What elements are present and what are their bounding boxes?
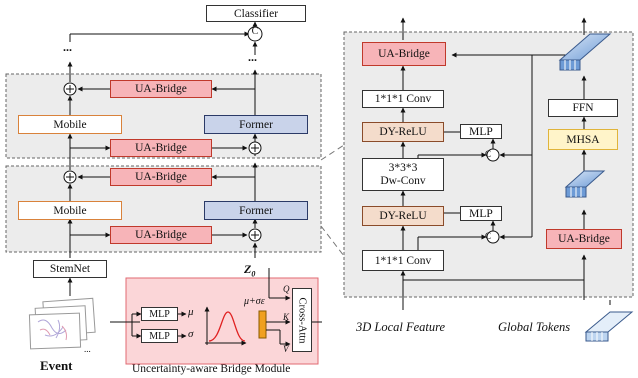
former-block-lower: Former bbox=[204, 201, 308, 220]
dyrelu-label: DY-ReLU bbox=[379, 210, 427, 222]
dwconv-line1: 3*3*3 bbox=[388, 161, 418, 174]
mlp-label: MLP bbox=[149, 308, 170, 320]
dots-right-text: ... bbox=[248, 50, 257, 64]
mobile-label: Mobile bbox=[53, 204, 87, 217]
dots-left-text: ... bbox=[63, 40, 72, 54]
plus-node-upper-right bbox=[248, 141, 262, 155]
ua-bridge-lower-top: UA-Bridge bbox=[110, 168, 212, 186]
mlp-right-top: MLP bbox=[460, 124, 502, 139]
conv-label: 1*1*1 Conv bbox=[374, 93, 432, 105]
conv-1x1-top: 1*1*1 Conv bbox=[362, 90, 444, 108]
local-feature-label: 3D Local Feature bbox=[356, 320, 445, 335]
mlp-mu-box: MLP bbox=[141, 307, 178, 321]
ua-bridge-right-top: UA-Bridge bbox=[362, 42, 446, 66]
k-label: K bbox=[283, 312, 289, 322]
z0-text: Z bbox=[244, 262, 252, 276]
q-text: Q bbox=[283, 284, 290, 294]
stemnet-box: StemNet bbox=[33, 260, 107, 278]
reparam-label: μ+σε bbox=[244, 296, 265, 307]
concat-symbol-text: C bbox=[485, 231, 492, 241]
zoom-line-top bbox=[320, 144, 345, 161]
dyrelu-label: DY-ReLU bbox=[379, 126, 427, 138]
former-label: Former bbox=[239, 118, 273, 131]
zoom-line-bottom bbox=[320, 225, 345, 257]
local-feature-text: 3D Local Feature bbox=[356, 320, 446, 334]
bridge-module-title-text: Uncertainty-aware Bridge Module bbox=[132, 363, 291, 375]
dyrelu-top: DY-ReLU bbox=[362, 122, 444, 142]
mobile-block-upper: Mobile bbox=[18, 115, 122, 134]
dots-right: ... bbox=[248, 50, 257, 65]
cross-attn-label: Cross-Attn bbox=[296, 296, 308, 344]
event-image: ... bbox=[28, 297, 96, 354]
sigma-label: σ bbox=[188, 328, 193, 340]
concat-symbol-right-upper: C bbox=[485, 149, 491, 159]
token-stack-global bbox=[584, 311, 634, 342]
mu-label: μ bbox=[188, 306, 194, 318]
mlp-sigma-box: MLP bbox=[141, 329, 178, 343]
gaussian-curve bbox=[204, 306, 247, 346]
global-tokens-text: Global Tokens bbox=[498, 320, 571, 334]
ua-bridge-upper-top: UA-Bridge bbox=[110, 80, 212, 98]
ua-bridge-right-bottom: UA-Bridge bbox=[546, 229, 622, 249]
z0-subscript: 0 bbox=[251, 269, 256, 279]
concat-symbol-text: C bbox=[485, 149, 492, 159]
dyrelu-bottom: DY-ReLU bbox=[362, 206, 444, 226]
former-block-upper: Former bbox=[204, 115, 308, 134]
sample-bar bbox=[258, 310, 267, 339]
v-label: V bbox=[283, 344, 289, 354]
z0-label: Z0 bbox=[244, 262, 255, 278]
event-text: Event bbox=[40, 358, 73, 373]
stemnet-label: StemNet bbox=[49, 263, 91, 275]
ua-bridge-right-label: UA-Bridge bbox=[558, 233, 610, 245]
svg-text:...: ... bbox=[84, 344, 91, 354]
mhsa-label: MHSA bbox=[566, 133, 600, 146]
ua-bridge-right-label: UA-Bridge bbox=[378, 48, 430, 60]
mlp-label: MLP bbox=[149, 330, 170, 342]
ua-bridge-lower-bottom: UA-Bridge bbox=[110, 226, 212, 244]
k-text: K bbox=[283, 312, 290, 322]
concat-symbol-left: C bbox=[250, 26, 260, 37]
mlp-right-bottom: MLP bbox=[460, 206, 502, 221]
plus-node-lower-left bbox=[63, 170, 77, 184]
v-text: V bbox=[283, 344, 289, 354]
q-label: Q bbox=[283, 284, 290, 294]
former-label: Former bbox=[239, 204, 273, 217]
ua-bridge-label: UA-Bridge bbox=[135, 171, 187, 183]
mobile-block-lower: Mobile bbox=[18, 201, 122, 220]
conv-1x1-bottom: 1*1*1 Conv bbox=[362, 250, 444, 271]
token-stack-top bbox=[558, 33, 612, 71]
sigma-text: σ bbox=[188, 328, 194, 340]
classifier-label: Classifier bbox=[233, 7, 279, 20]
cross-attn-box: Cross-Attn bbox=[292, 288, 312, 352]
ua-bridge-label: UA-Bridge bbox=[135, 229, 187, 241]
plus-node-lower-right bbox=[248, 228, 262, 242]
mlp-right-label: MLP bbox=[469, 125, 493, 138]
concat-symbol-text: C bbox=[251, 26, 259, 37]
ffn-box: FFN bbox=[548, 99, 618, 117]
bridge-module-title: Uncertainty-aware Bridge Module bbox=[132, 363, 290, 375]
dwconv-line2: Dw-Conv bbox=[380, 174, 426, 187]
concat-symbol-right-lower: C bbox=[485, 231, 491, 241]
mhsa-box: MHSA bbox=[548, 129, 618, 150]
ffn-label: FFN bbox=[572, 102, 594, 114]
conv-label: 1*1*1 Conv bbox=[374, 254, 432, 267]
ua-bridge-label: UA-Bridge bbox=[135, 83, 187, 95]
classifier-box: Classifier bbox=[206, 5, 306, 22]
event-label: Event bbox=[40, 358, 73, 374]
global-tokens-label: Global Tokens bbox=[498, 320, 570, 335]
concat-node-classifier bbox=[247, 26, 263, 42]
mobile-label: Mobile bbox=[53, 118, 87, 131]
ua-bridge-upper-bottom: UA-Bridge bbox=[110, 139, 212, 157]
ua-bridge-label: UA-Bridge bbox=[135, 142, 187, 154]
token-stack-middle bbox=[564, 170, 606, 198]
plus-node-upper-left bbox=[63, 82, 77, 96]
mu-text: μ bbox=[188, 306, 194, 318]
mlp-right-label: MLP bbox=[469, 207, 493, 220]
dots-left: ... bbox=[63, 40, 72, 55]
reparam-text: μ+σε bbox=[244, 296, 265, 307]
dwconv-box: 3*3*3 Dw-Conv bbox=[362, 158, 444, 191]
